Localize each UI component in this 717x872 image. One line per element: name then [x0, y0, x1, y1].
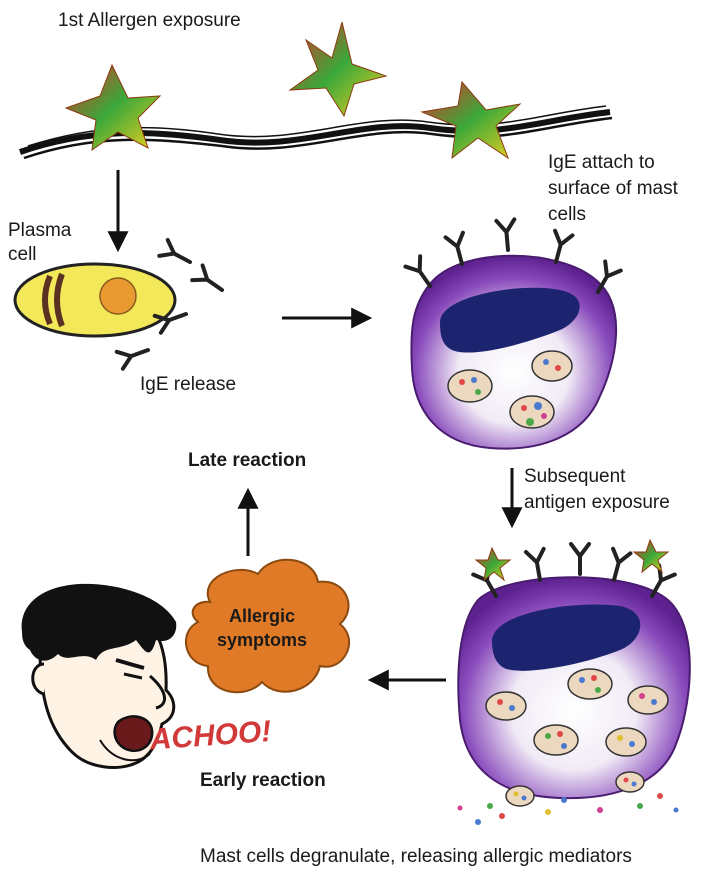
allergen-star-icon [64, 63, 162, 152]
mast-cell-sensitized [403, 217, 623, 450]
subsequent-exposure-label: Subsequent [524, 466, 626, 487]
allergic-symptoms-label: symptoms [217, 630, 307, 650]
allergen-star-icon [420, 80, 522, 160]
late-reaction-label: Late reaction [188, 450, 306, 471]
sneezing-face-icon [21, 583, 177, 769]
ige-attach-label: surface of mast [548, 178, 679, 199]
plasma-cell-label: cell [8, 244, 37, 265]
allergic-symptoms-label: Allergic [229, 606, 295, 626]
ige-attach-label: IgE attach to [548, 152, 655, 173]
allergen-star-icon [288, 21, 388, 118]
plasma-cell-label: Plasma [8, 220, 72, 241]
subsequent-exposure-label: antigen exposure [524, 492, 670, 513]
symptoms-cloud [185, 558, 351, 694]
ige-release-label: IgE release [140, 374, 236, 395]
early-reaction-label: Early reaction [200, 770, 326, 791]
degranulate-caption: Mast cells degranulate, releasing allerg… [200, 846, 632, 867]
released-mediators [457, 771, 679, 825]
first-exposure-label: 1st Allergen exposure [58, 10, 241, 31]
plasma-cell [13, 262, 177, 338]
ige-attach-label: cells [548, 204, 586, 225]
mast-cell-degranulating [457, 538, 691, 800]
